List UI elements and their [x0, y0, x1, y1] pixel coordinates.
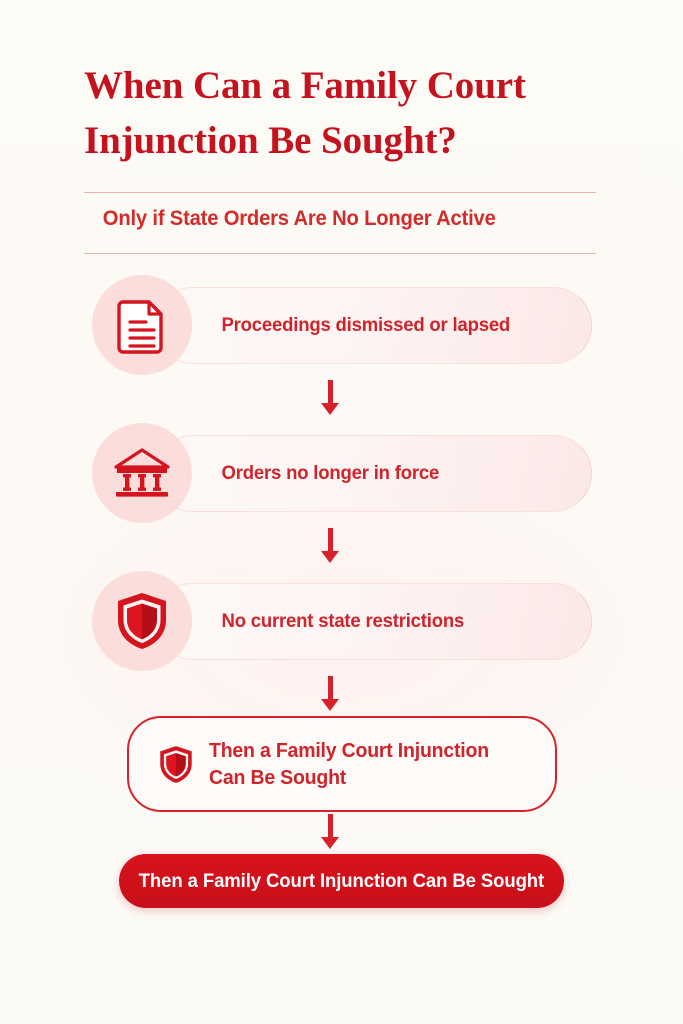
arrow-down-icon [320, 551, 339, 563]
connector-dots [327, 676, 333, 700]
connector-dots [327, 528, 333, 552]
connector-3 [92, 674, 592, 716]
flow-outcome-card[interactable]: Then a Family Court Injunction Can Be So… [126, 716, 557, 812]
header: When Can a Family Court Injunction Be So… [84, 58, 596, 254]
courthouse-icon-badge [91, 423, 192, 523]
flow-card-1-label: Proceedings dismissed or lapsed [221, 314, 510, 336]
flow-step-1[interactable]: Proceedings dismissed or lapsed [91, 272, 592, 378]
arrow-down-icon [320, 837, 339, 849]
flow-step-2[interactable]: Orders no longer in force [91, 420, 592, 526]
flow-card-3-label: No current state restrictions [221, 610, 464, 632]
arrow-down-icon [320, 403, 339, 415]
divider-bottom [84, 252, 596, 254]
courthouse-icon [111, 445, 173, 501]
shield-icon [113, 590, 171, 652]
divider-top [84, 191, 596, 193]
cta-label: Then a Family Court Injunction Can Be So… [138, 869, 545, 892]
connector-2 [92, 526, 592, 568]
connector-4 [92, 812, 592, 854]
shield-icon [157, 744, 195, 785]
outcome-card-label: Then a Family Court Injunction Can Be So… [208, 738, 489, 789]
connector-dots [327, 814, 333, 838]
shield-icon-badge [91, 571, 192, 671]
flow-step-3[interactable]: No current state restrictions [91, 568, 592, 674]
document-icon [113, 296, 171, 354]
flow-card-2-label: Orders no longer in force [221, 462, 439, 484]
connector-dots [327, 380, 333, 404]
flow-card-1[interactable]: Proceedings dismissed or lapsed [153, 287, 592, 364]
cta-button[interactable]: Then a Family Court Injunction Can Be So… [119, 854, 564, 908]
flow-diagram: Proceedings dismissed or lapsed [0, 272, 683, 908]
arrow-down-icon [320, 699, 339, 711]
outcome-card-body[interactable]: Then a Family Court Injunction Can Be So… [126, 716, 557, 812]
connector-1 [92, 378, 592, 420]
page-subtitle: Only if State Orders Are No Longer Activ… [102, 205, 496, 230]
cta-wrapper: Then a Family Court Injunction Can Be So… [119, 854, 564, 908]
page-title: When Can a Family Court Injunction Be So… [84, 64, 526, 163]
flow-card-3[interactable]: No current state restrictions [153, 583, 592, 660]
flow-card-2[interactable]: Orders no longer in force [153, 435, 592, 512]
document-icon-badge [91, 275, 192, 375]
